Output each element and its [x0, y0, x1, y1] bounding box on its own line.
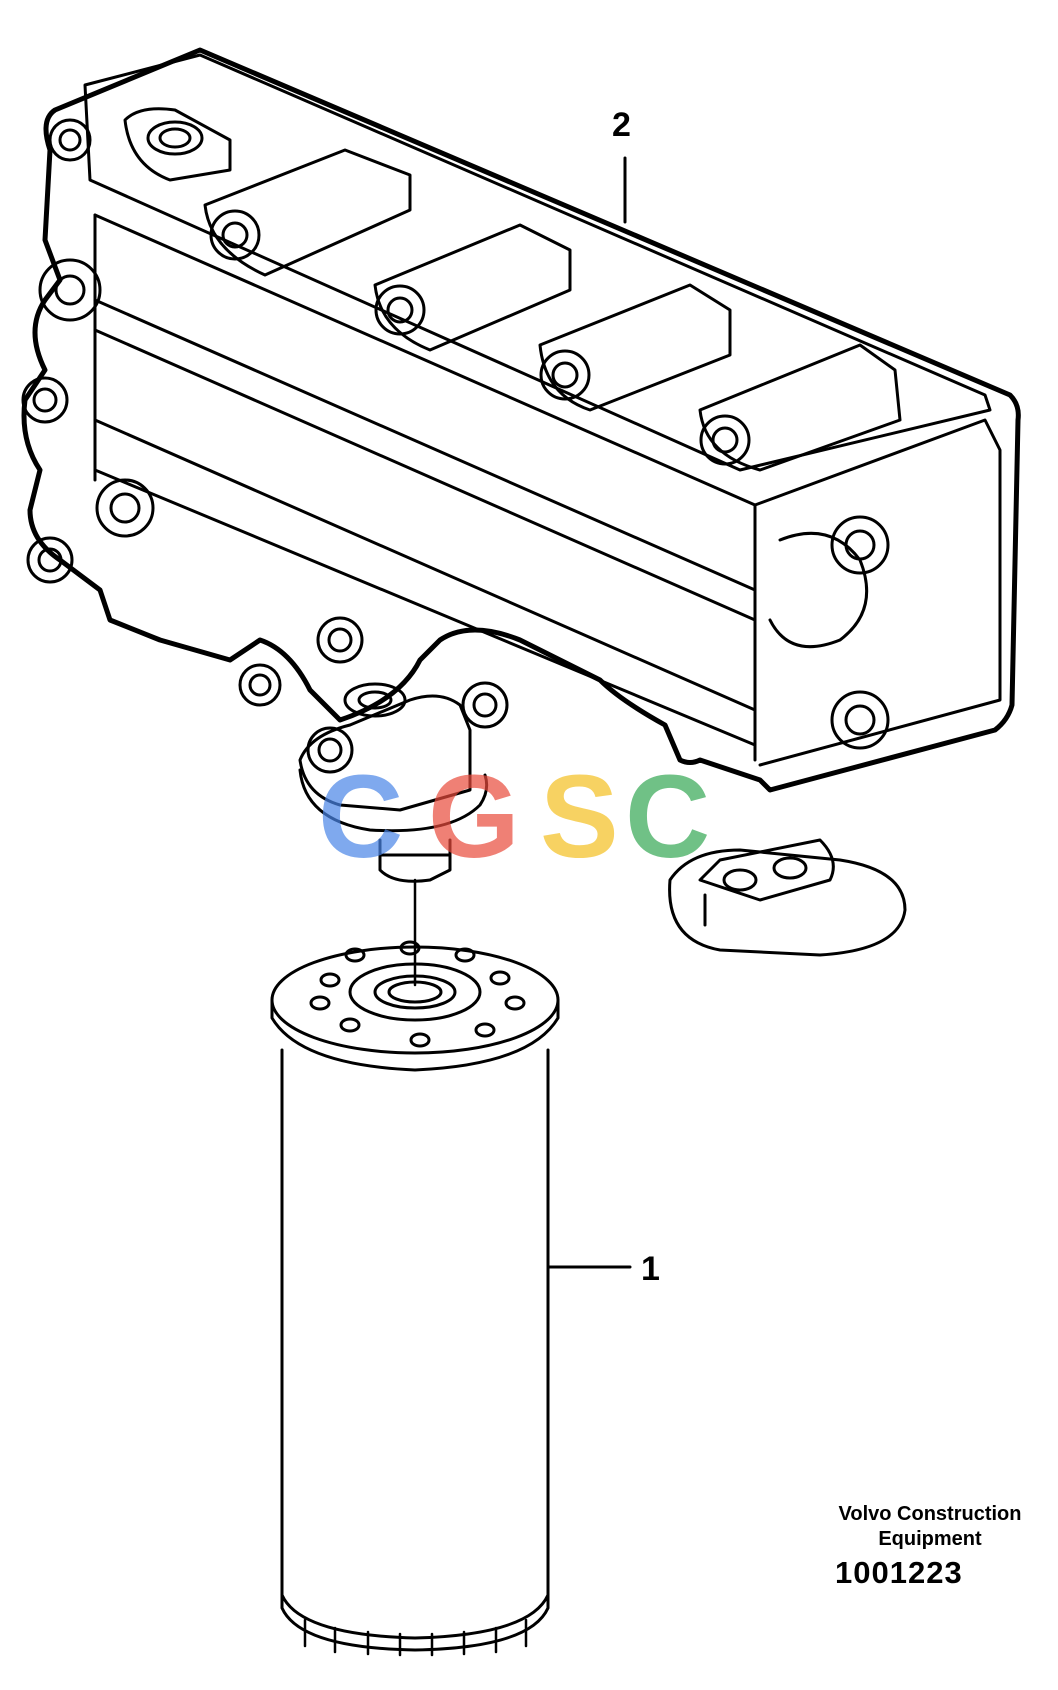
oil-filter: [270, 940, 560, 1657]
manufacturer-line-2: Equipment: [878, 1528, 982, 1550]
manufacturer-label: Volvo Construction Equipment: [800, 1502, 1058, 1552]
watermark-letter-c2: C: [625, 751, 711, 883]
oil-cooler-housing: [21, 47, 1021, 957]
callout-number-1: 1: [641, 1250, 660, 1288]
callout-number-2: 2: [612, 106, 631, 144]
watermark-letter-g: G: [428, 751, 520, 883]
watermark-letter-c1: C: [318, 751, 404, 883]
manufacturer-line-1: Volvo Construction: [838, 1503, 1022, 1525]
document-number: 1001223: [835, 1555, 963, 1590]
watermark-letter-s: S: [540, 751, 619, 883]
